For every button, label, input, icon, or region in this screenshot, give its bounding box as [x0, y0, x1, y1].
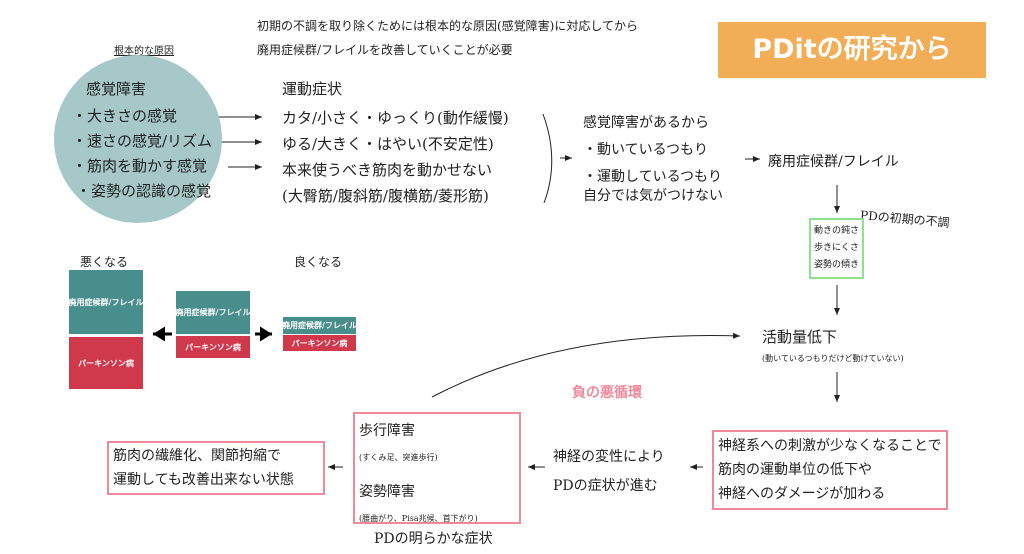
activity-sub: (動いているつもりだけど動けていない) — [762, 354, 904, 363]
list-item: 自分では気がつけない — [583, 188, 723, 204]
nerve-box: 神経系への刺激が少なくなることで 筋肉の運動単位の低下や 神経へのダメージが加わ… — [712, 430, 948, 510]
note-line: 初期の不調を取り除くためには根本的な原因(感覚障害)に対応してから — [257, 19, 639, 33]
list-item: ・速さの感覚/リズム — [72, 132, 213, 150]
list-item: 歩きにくさ — [814, 243, 859, 253]
pd-block-medium: パーキンソン病 — [176, 336, 250, 358]
list-item: 神経系への刺激が少なくなることで — [718, 438, 942, 454]
root-cause-label: 根本的な原因 — [114, 46, 174, 57]
list-item: 神経へのダメージが加わる — [718, 486, 886, 502]
list-item: 筋肉の運動単位の低下や — [718, 462, 872, 478]
progress-text: 神経の変性により PDの症状が進む — [553, 443, 665, 501]
symptom-sub: (すくみ足、突進歩行) — [359, 453, 438, 462]
frailty-block-large: 廃用症候群/フレイル — [69, 270, 143, 334]
motor-title: 運動症状 — [282, 80, 343, 98]
symptom-title: 姿勢障害 — [359, 484, 415, 500]
worse-label: 悪くなる — [80, 255, 129, 269]
list-item: 筋肉の繊維化、関節拘縮で — [113, 448, 281, 464]
note-line: 廃用症候群/フレイルを改善していくことが必要 — [257, 43, 513, 57]
list-item: PDの症状が進む — [553, 478, 658, 494]
pd-block-large: パーキンソン病 — [69, 337, 143, 389]
final-state-box: 筋肉の繊維化、関節拘縮で 運動しても改善出来ない状態 — [107, 441, 325, 495]
better-label: 良くなる — [294, 255, 343, 269]
obvious-label: PDの明らかな症状 — [374, 531, 493, 547]
list-item: ・大きさの感覚 — [72, 107, 178, 125]
sensory-list: ・大きさの感覚 ・速さの感覚/リズム ・筋肉を動かす感覚 ・姿勢の認識の感覚 — [72, 104, 212, 204]
pd-block-small: パーキンソン病 — [283, 335, 356, 351]
frailty-block-small: 廃用症候群/フレイル — [282, 317, 357, 334]
motor-list: カタ/小さく・ゆっくり(動作緩慢) ゆる/大きく・はやい(不安定性) 本来使うべ… — [282, 105, 509, 209]
list-item: ゆる/大きく・はやい(不安定性) — [282, 135, 494, 153]
list-item: 動きの鈍さ — [814, 226, 860, 236]
key-note: 初期の不調を取り除くためには根本的な原因(感覚障害)に対応してから 廃用症候群/… — [257, 14, 638, 62]
list-item: 本来使うべき筋肉を動かせない — [282, 161, 493, 179]
list-item: 運動しても改善出来ない状態 — [113, 472, 294, 488]
sensory-circle — [54, 55, 222, 223]
activity-title: 活動量低下 — [762, 328, 838, 346]
sensory-title: 感覚障害 — [86, 80, 147, 98]
frailty-label: 廃用症候群/フレイル — [768, 154, 899, 170]
list-item: 神経の変性により — [553, 449, 665, 465]
symptom-sub: (腰曲がり、Pisa兆候、首下がり) — [359, 514, 478, 523]
list-item: ・運動しているつもり — [583, 169, 723, 185]
list-item: (大臀筋/腹斜筋/腹横筋/菱形筋) — [282, 187, 489, 205]
obvious-symptoms-box: 歩行障害 (すくみ足、突進歩行) 姿勢障害 (腰曲がり、Pisa兆候、首下がり) — [353, 412, 521, 524]
list-item: ・筋肉を動かす感覚 — [72, 157, 208, 175]
because-list: 感覚障害があるから ・動いているつもり ・運動しているつもり 自分では気がつけな… — [583, 110, 723, 210]
early-symptoms-box: 動きの鈍さ 歩きにくさ 姿勢の傾き — [809, 218, 865, 279]
list-item: カタ/小さく・ゆっくり(動作緩慢) — [282, 109, 509, 127]
symptom-title: 歩行障害 — [359, 423, 415, 439]
list-item: 感覚障害があるから — [583, 115, 709, 131]
list-item: ・姿勢の認識の感覚 — [76, 182, 212, 200]
cycle-label: 負の悪循環 — [572, 385, 642, 401]
list-item: ・動いているつもり — [583, 142, 709, 158]
list-item: 姿勢の傾き — [814, 260, 860, 270]
title-banner: PDitの研究から — [718, 22, 986, 78]
frailty-block-medium: 廃用症候群/フレイル — [176, 291, 250, 334]
